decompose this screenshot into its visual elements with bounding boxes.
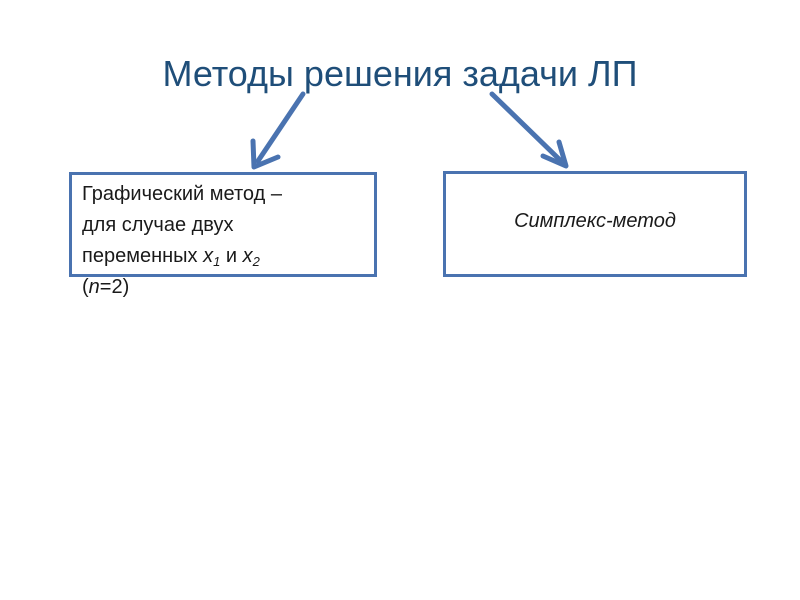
variable-x2: x2 [242,245,260,269]
simplex-method-label: Симплекс-метод [514,210,676,232]
arrow-left-shaft [255,91,306,164]
arrow-to-graphical-method [250,91,306,170]
graphical-method-line-2: для случае двух [82,214,234,236]
variables-label: переменных [82,245,204,267]
graphical-method-box: Графический метод – для случае двух пере… [69,172,377,298]
graphical-method-text: Графический метод – для случае двух пере… [82,179,374,303]
arrow-to-simplex-method [489,91,569,169]
graphical-method-line-4: (n=2) [82,276,130,298]
conjunction-and: и [220,245,243,267]
arrow-right-head [540,139,569,169]
arrow-left-head [250,138,281,170]
diagram-title: Методы решения задачи ЛП [162,53,638,94]
variable-n: n [88,276,100,298]
variable-x1: x1 [203,245,221,269]
arrow-right-shaft [489,91,563,163]
graphical-method-line-1: Графический метод – [82,183,282,205]
simplex-method-box: Симплекс-метод [443,171,747,277]
graphical-method-line-3: переменных x1 и x2 [82,241,374,272]
